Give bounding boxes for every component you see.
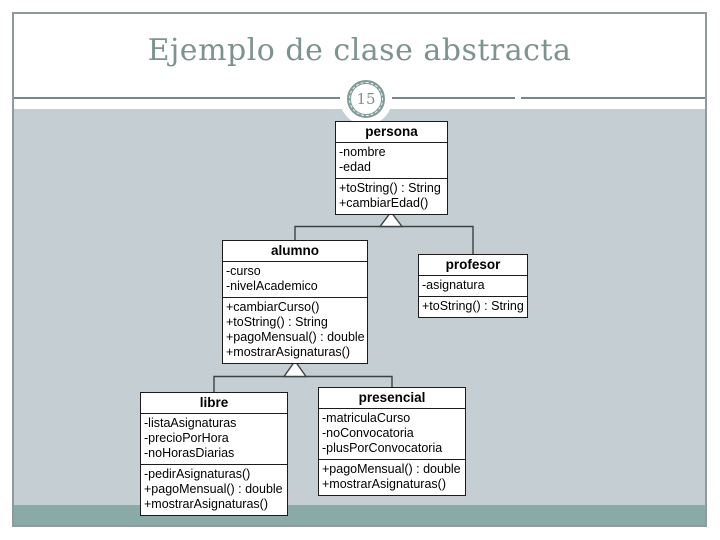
page-number: 15: [356, 90, 376, 108]
class-attribute: -nombre: [339, 145, 386, 159]
divider-gap: [515, 95, 521, 101]
class-name: presencial: [319, 388, 465, 409]
attributes-section: -matriculaCurso -noConvocatoria -plusPor…: [319, 409, 465, 460]
methods-section: -pedirAsignaturas() +pagoMensual() : dou…: [141, 465, 287, 515]
class-method: +mostrarAsignaturas(): [322, 477, 446, 491]
class-box-persona: persona -nombre -edad +toString() : Stri…: [335, 121, 448, 215]
methods-section: +cambiarCurso() +toString() : String +pa…: [223, 298, 367, 363]
class-method: +cambiarEdad(): [339, 196, 429, 210]
class-name: libre: [141, 393, 287, 414]
class-box-presencial: presencial -matriculaCurso -noConvocator…: [318, 387, 466, 496]
class-name: alumno: [223, 241, 367, 262]
class-method: +toString() : String: [339, 181, 441, 195]
class-method: +pagoMensual() : double: [226, 330, 365, 344]
methods-section: +toString() : String +cambiarEdad(): [336, 179, 447, 214]
attributes-section: -listaAsignaturas -precioPorHora -noHora…: [141, 414, 287, 465]
class-box-libre: libre -listaAsignaturas -precioPorHora -…: [140, 392, 288, 516]
class-name: persona: [336, 122, 447, 143]
class-attribute: -nivelAcademico: [226, 279, 318, 293]
attributes-section: -nombre -edad: [336, 143, 447, 179]
class-method: +pagoMensual() : double: [144, 482, 283, 496]
class-method: +toString() : String: [226, 315, 328, 329]
class-attribute: -noHorasDiarias: [144, 446, 235, 460]
class-attribute: -matriculaCurso: [322, 411, 411, 425]
page-number-ring: 15: [347, 80, 385, 118]
class-attribute: -precioPorHora: [144, 431, 229, 445]
class-method: +mostrarAsignaturas(): [144, 497, 268, 511]
slide-title: Ejemplo de clase abstracta: [147, 33, 572, 68]
class-attribute: -plusPorConvocatoria: [322, 441, 443, 455]
class-attribute: -noConvocatoria: [322, 426, 414, 440]
attributes-section: -curso -nivelAcademico: [223, 262, 367, 298]
class-box-alumno: alumno -curso -nivelAcademico +cambiarCu…: [222, 240, 368, 364]
class-method: +toString() : String: [422, 299, 524, 313]
class-method: +cambiarCurso(): [226, 300, 320, 314]
class-box-profesor: profesor -asignatura +toString() : Strin…: [418, 254, 528, 318]
class-attribute: -curso: [226, 264, 261, 278]
methods-section: +toString() : String: [419, 297, 527, 317]
class-name: profesor: [419, 255, 527, 276]
class-attribute: -edad: [339, 160, 371, 174]
class-attribute: -asignatura: [422, 278, 485, 292]
bottom-accent-band: [14, 505, 705, 525]
methods-section: +pagoMensual() : double +mostrarAsignatu…: [319, 460, 465, 495]
class-method: +pagoMensual() : double: [322, 462, 461, 476]
attributes-section: -asignatura: [419, 276, 527, 297]
class-method: +mostrarAsignaturas(): [226, 345, 350, 359]
class-attribute: -listaAsignaturas: [144, 416, 237, 430]
class-method: -pedirAsignaturas(): [144, 467, 251, 481]
